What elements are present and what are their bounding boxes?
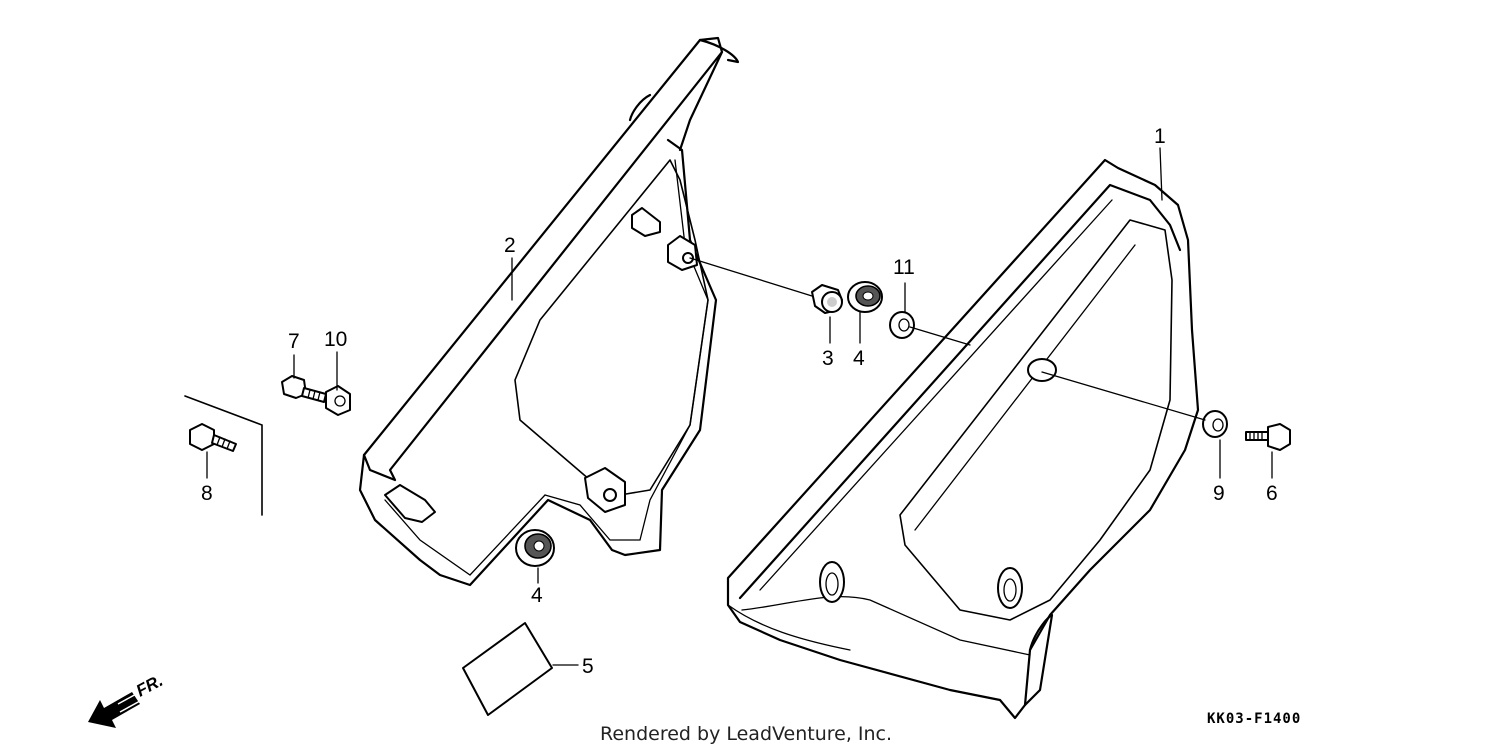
part-4-grommet-lower[interactable] [515, 529, 555, 567]
group-bracket [184, 395, 263, 516]
part-3-collar[interactable] [811, 284, 843, 314]
callout-4-lower[interactable]: 4 [531, 584, 543, 607]
callout-7[interactable]: 7 [288, 330, 300, 353]
part-7-bolt[interactable] [281, 375, 327, 403]
callout-11[interactable]: 11 [893, 256, 915, 279]
part-1-side-cover-right[interactable] [726, 158, 1200, 720]
callout-5[interactable]: 5 [582, 655, 594, 678]
part-4-grommet-upper[interactable] [847, 281, 883, 313]
part-8-bolt[interactable] [189, 423, 237, 452]
part-5-pad[interactable] [462, 622, 553, 716]
leader-lines [206, 147, 1273, 666]
part-10-nut[interactable] [325, 385, 351, 416]
footer-credit: Rendered by LeadVenture, Inc. [600, 723, 892, 745]
arrow-front-icon [88, 692, 141, 728]
part-9-washer[interactable] [1202, 410, 1228, 438]
callout-2[interactable]: 2 [504, 234, 516, 257]
callout-4-upper[interactable]: 4 [853, 347, 865, 370]
callout-9[interactable]: 9 [1213, 482, 1225, 505]
diagram-code: KK03-F1400 [1207, 711, 1301, 727]
part-2-side-cover-left[interactable] [358, 36, 740, 587]
assembly-lines [689, 257, 1206, 421]
part-6-bolt[interactable] [1245, 423, 1291, 451]
part-11-washer[interactable] [889, 311, 915, 339]
callout-1[interactable]: 1 [1154, 125, 1166, 148]
callout-6[interactable]: 6 [1266, 482, 1278, 505]
callout-3[interactable]: 3 [822, 347, 834, 370]
callout-10[interactable]: 10 [324, 328, 347, 351]
direction-label: FR. [133, 671, 166, 701]
callout-8[interactable]: 8 [201, 482, 213, 505]
